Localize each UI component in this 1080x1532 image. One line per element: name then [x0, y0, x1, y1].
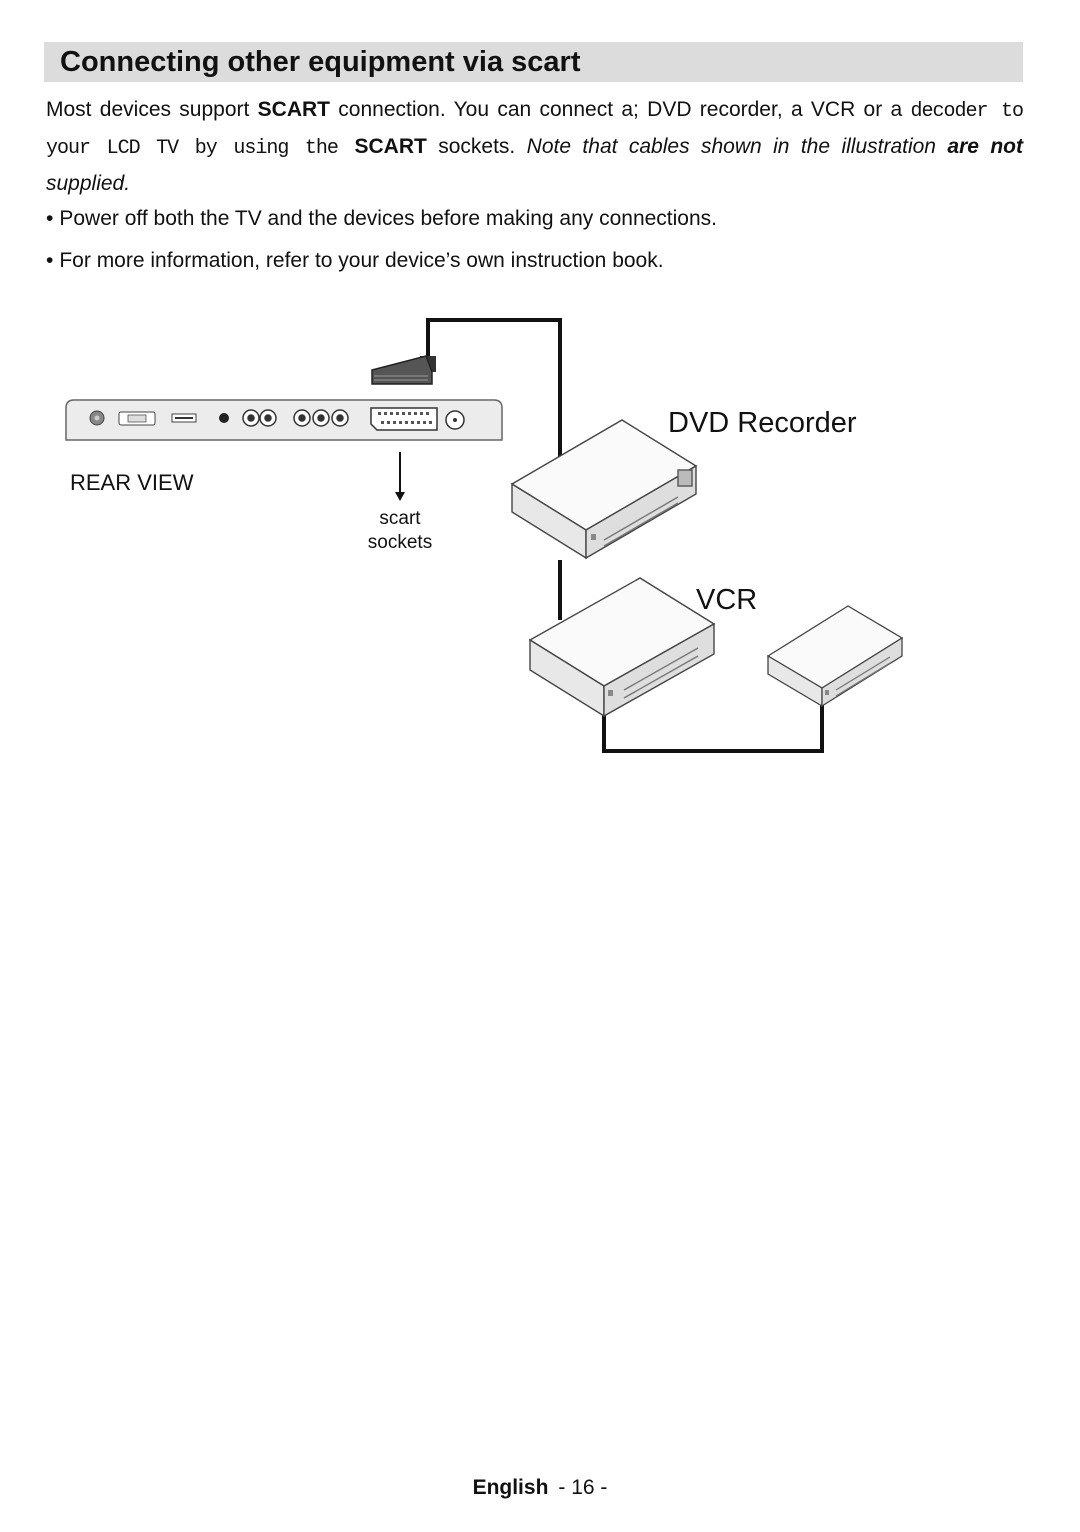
antenna-socket-icon	[445, 410, 465, 430]
bullet-text: Power off both the TV and the devices be…	[59, 207, 717, 230]
scart-pointer-arrow	[395, 452, 405, 501]
intro-scart-1: SCART	[257, 98, 330, 121]
scart-socket-icon	[370, 407, 438, 431]
page-footer: English - 16 -	[0, 1476, 1080, 1500]
section-title: Connecting other equipment via scart	[44, 42, 1023, 82]
cable-tv-to-dvd	[426, 318, 562, 470]
power-socket-icon	[89, 410, 105, 426]
intro-note-2: supplied.	[46, 172, 131, 195]
headphone-jack-icon	[219, 413, 229, 423]
bullet-item: •For more information, refer to your dev…	[46, 247, 664, 275]
dvd-recorder-device	[510, 419, 698, 560]
intro-text-4: sockets.	[426, 135, 527, 158]
rear-view-label: REAR VIEW	[70, 470, 194, 495]
scart-label-line2: sockets	[367, 532, 433, 553]
av-rca-sockets-icon	[293, 409, 349, 427]
intro-note-bold: are not	[947, 135, 1023, 158]
scart-plug	[371, 355, 436, 385]
intro-text-3: decoder to your LCD TV by using the	[46, 100, 1024, 160]
vga-socket-icon	[118, 411, 156, 426]
second-vcr-device	[766, 605, 904, 708]
vcr-device	[528, 577, 716, 718]
footer-language: English	[472, 1476, 549, 1499]
dvd-recorder-label: DVD Recorder	[668, 407, 857, 439]
vcr-label: VCR	[696, 584, 758, 616]
scart-sockets-label: scart sockets	[360, 507, 440, 555]
bullet-marker: •	[46, 207, 54, 230]
intro-scart-2: SCART	[354, 135, 427, 158]
intro-text-2: connection. You can connect a; DVD recor…	[329, 98, 911, 121]
bullet-text: For more information, refer to your devi…	[59, 249, 664, 272]
cable-vcr-to-second-vcr	[602, 705, 824, 753]
hdmi-socket-icon	[171, 413, 197, 423]
connection-diagram	[65, 318, 904, 753]
intro-paragraph: Most devices support SCART connection. Y…	[46, 92, 1024, 201]
bullet-marker: •	[46, 249, 54, 272]
footer-page-number: - 16 -	[558, 1476, 608, 1499]
intro-text-1: Most devices support	[46, 98, 258, 121]
bullet-item: •Power off both the TV and the devices b…	[46, 205, 717, 233]
intro-note-1: Note that cables shown in the illustrati…	[526, 135, 948, 158]
scart-cables	[426, 318, 824, 753]
scart-label-line1: scart	[379, 508, 421, 529]
tv-rear-panel	[65, 399, 503, 441]
audio-rca-sockets-icon	[242, 409, 277, 427]
